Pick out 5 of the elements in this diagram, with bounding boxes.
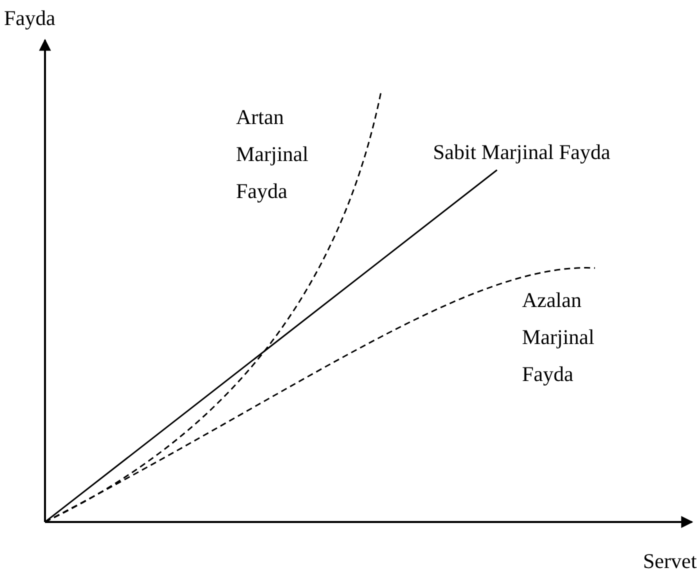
axis-label: Servet	[643, 548, 697, 575]
curve-label: Artan Marjinal Fayda	[236, 104, 310, 205]
curve-label: Sabit Marjinal Fayda	[433, 139, 612, 166]
curve-label: Azalan Marjinal Fayda	[522, 287, 596, 388]
axis-label: Fayda	[4, 5, 56, 32]
